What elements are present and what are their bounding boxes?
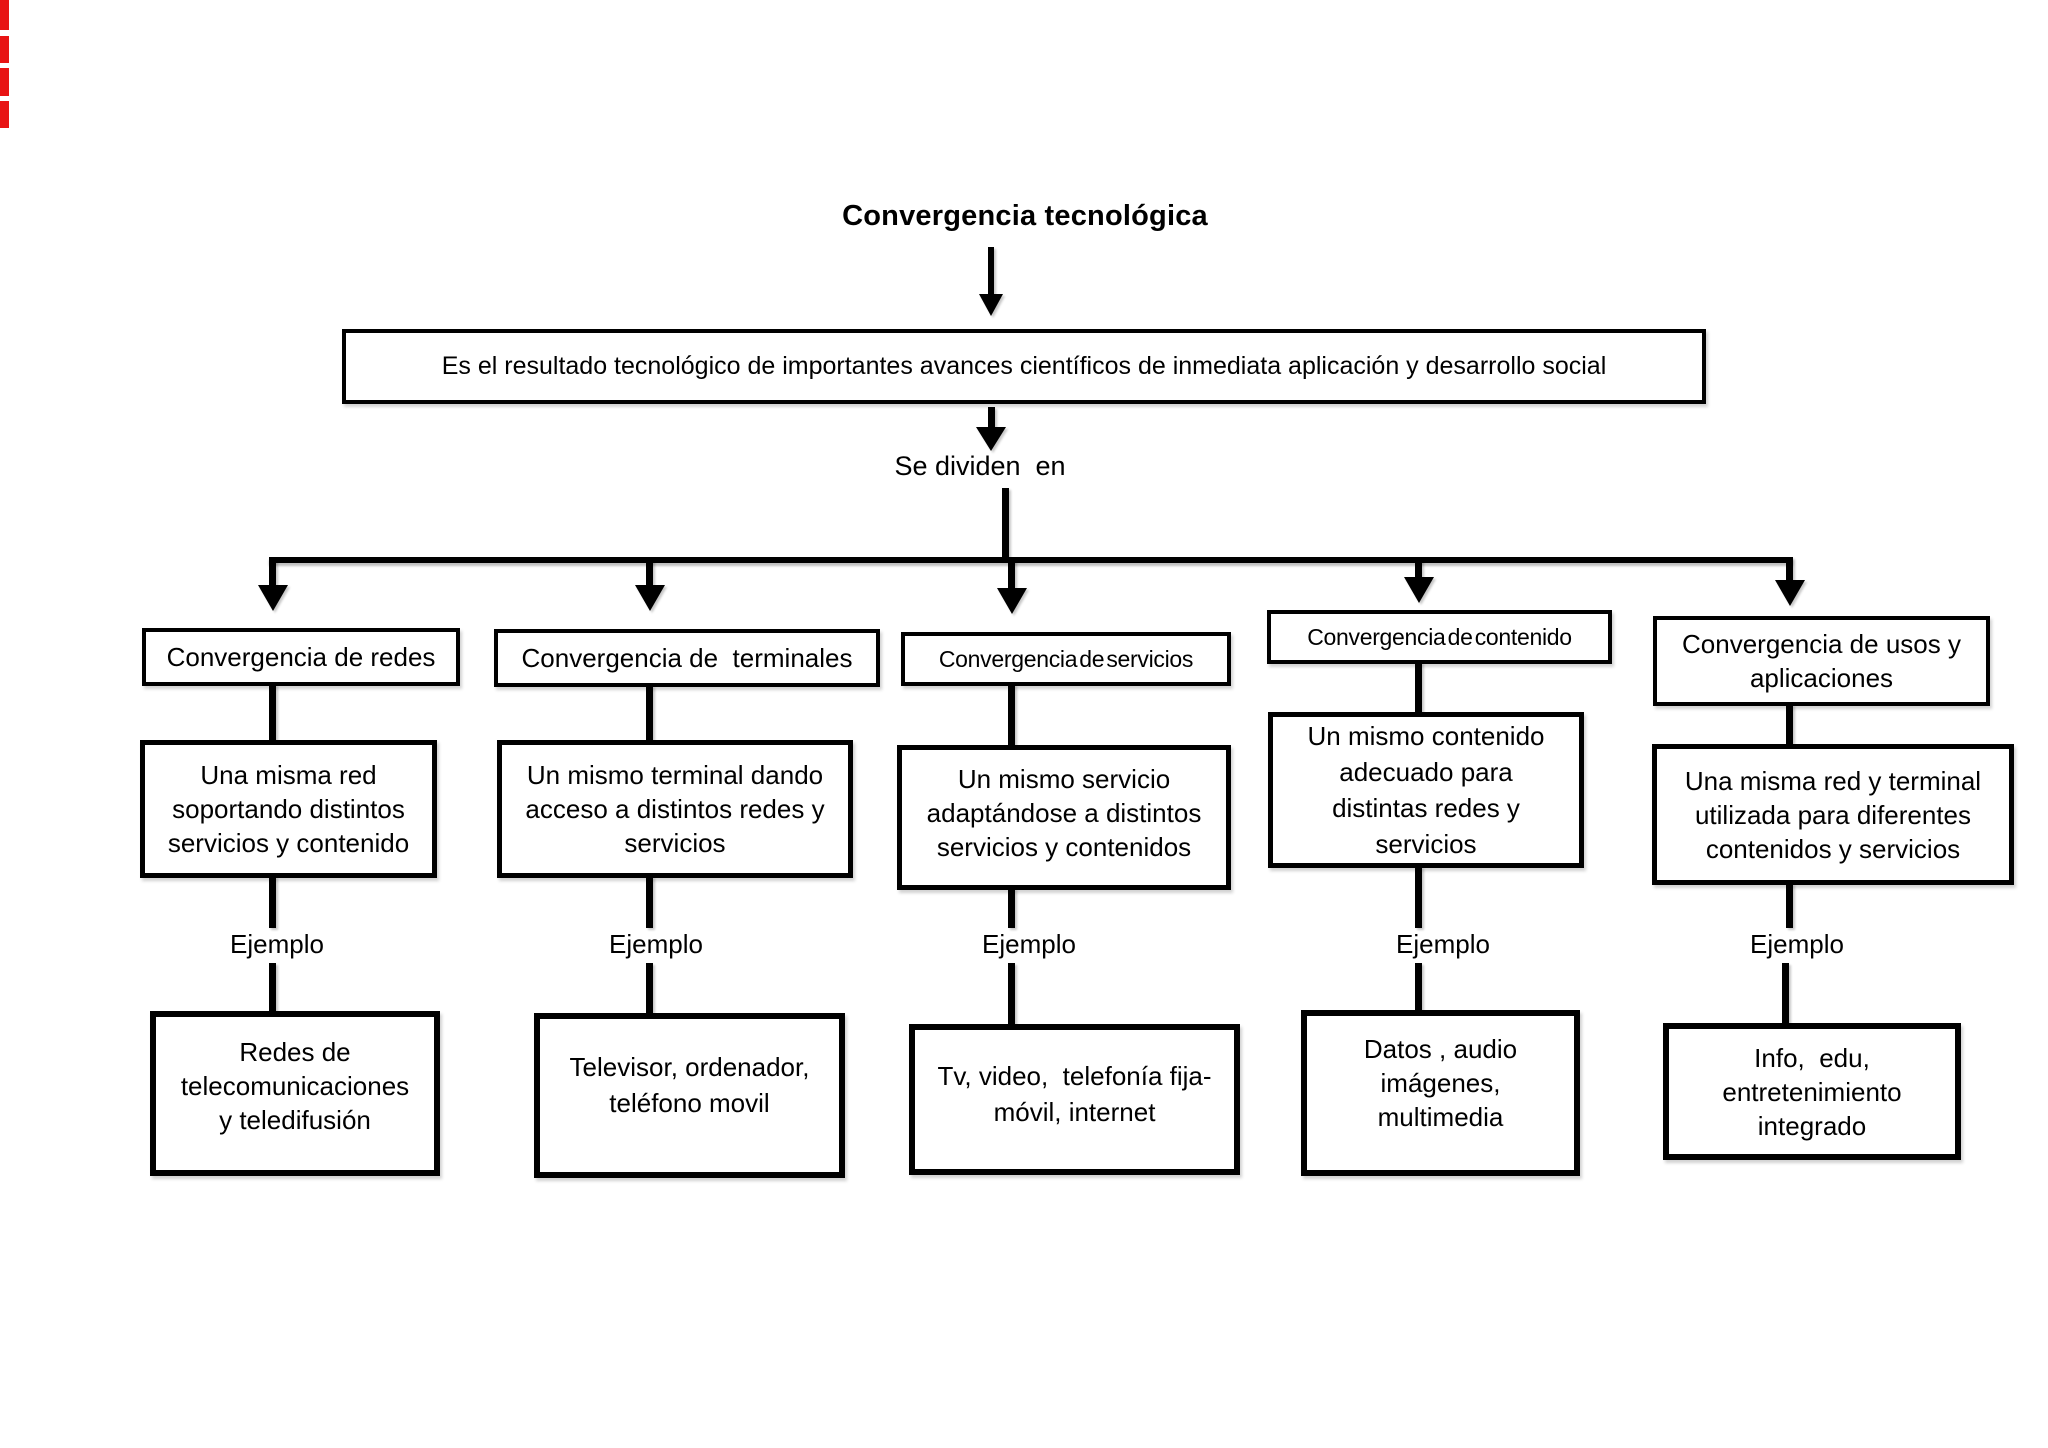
header-box-contenido: Convergencia de contenido [1267, 610, 1612, 664]
connector-line [1008, 684, 1015, 747]
down-arrow-icon [979, 294, 1003, 316]
divider-label: Se dividen en [894, 451, 1066, 481]
connector-line [269, 684, 276, 742]
down-arrow-icon [1775, 580, 1805, 606]
connector-line [269, 963, 276, 1013]
down-arrow-shaft [988, 407, 995, 429]
branch-arrow-shaft [1008, 560, 1015, 590]
description-box-usos-aplicaciones: Una misma red y terminal utilizada para … [1652, 744, 2014, 885]
connector-line [1415, 662, 1422, 714]
example-box-redes: Redes de telecomunicaciones y teledifusi… [150, 1011, 440, 1176]
connector-line [646, 963, 653, 1015]
branch-arrow-shaft [1786, 557, 1793, 583]
description-box-contenido: Un mismo contenido adecuado para distint… [1268, 712, 1584, 868]
down-arrow-icon [635, 585, 665, 611]
down-arrow-icon [1404, 577, 1434, 603]
example-box-terminales: Televisor, ordenador, teléfono movil [534, 1013, 845, 1178]
edge-mark [0, 101, 9, 128]
connector-line [1786, 883, 1793, 928]
connector-line [646, 876, 653, 928]
diagram-title: Convergencia tecnológica [842, 200, 1208, 232]
ejemplo-label: Ejemplo [982, 929, 1076, 959]
connector-line [1008, 888, 1015, 928]
down-arrow-shaft [988, 247, 994, 297]
connector-line [1786, 704, 1793, 746]
connector-line [1008, 963, 1015, 1026]
connector-line [1782, 963, 1789, 1025]
connector-line [646, 685, 653, 742]
edge-mark [0, 68, 9, 96]
connector-line [269, 876, 276, 928]
distribution-line [269, 557, 1793, 563]
example-box-usos-aplicaciones: Info, edu, entretenimiento integrado [1663, 1023, 1961, 1160]
down-arrow-icon [258, 585, 288, 611]
ejemplo-label: Ejemplo [609, 929, 703, 959]
example-box-servicios: Tv, video, telefonía fija- móvil, intern… [909, 1024, 1240, 1175]
definition-box: Es el resultado tecnológico de important… [342, 329, 1706, 404]
connector-line [1002, 488, 1009, 560]
branch-arrow-shaft [646, 557, 653, 587]
header-box-usos-aplicaciones: Convergencia de usos y aplicaciones [1653, 616, 1990, 706]
example-box-contenido: Datos , audio imágenes, multimedia [1301, 1010, 1580, 1176]
connector-line [1415, 963, 1422, 1012]
edge-mark [0, 0, 9, 30]
down-arrow-icon [997, 588, 1027, 614]
header-box-terminales: Convergencia de terminales [494, 629, 880, 687]
branch-arrow-shaft [269, 557, 276, 587]
ejemplo-label: Ejemplo [1750, 929, 1844, 959]
ejemplo-label: Ejemplo [1396, 929, 1490, 959]
header-box-redes: Convergencia de redes [142, 628, 460, 686]
header-box-servicios: Convergencia de servicios [901, 632, 1231, 686]
connector-line [1415, 866, 1422, 928]
branch-arrow-shaft [1415, 557, 1422, 580]
description-box-servicios: Un mismo servicio adaptándose a distinto… [897, 745, 1231, 890]
description-box-redes: Una misma red soportando distintos servi… [140, 740, 437, 878]
ejemplo-label: Ejemplo [230, 929, 324, 959]
down-arrow-icon [976, 427, 1006, 451]
edge-mark [0, 36, 9, 63]
description-box-terminales: Un mismo terminal dando acceso a distint… [497, 740, 853, 878]
